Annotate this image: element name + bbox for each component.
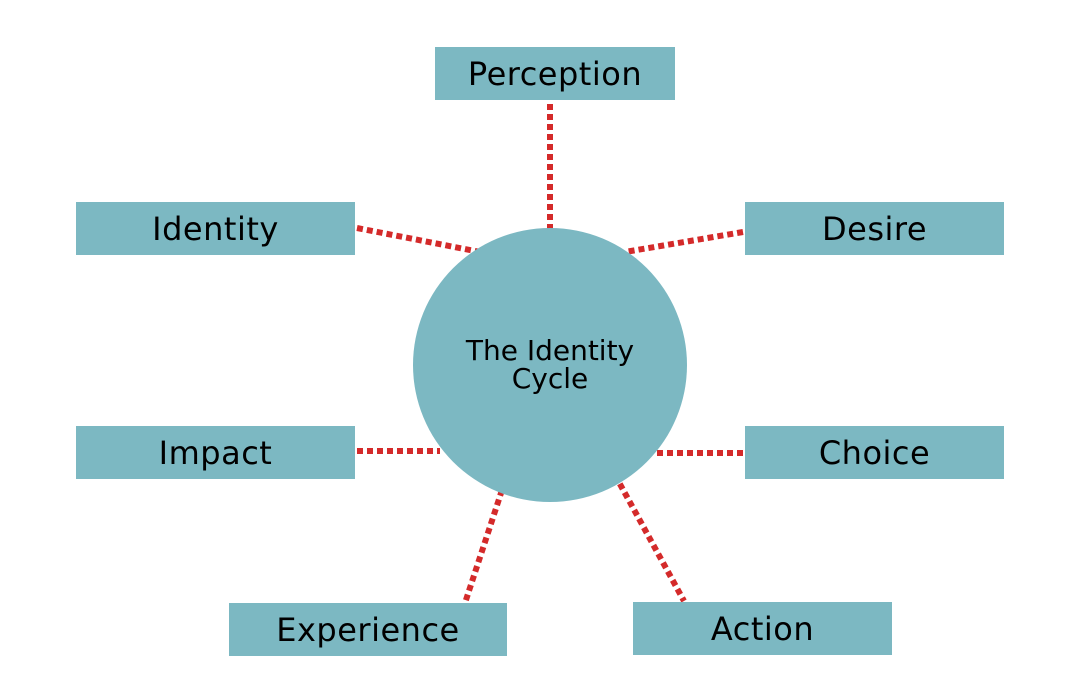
node-label: Desire — [821, 209, 928, 248]
center-hub: The Identity Cycle — [413, 228, 687, 502]
node-identity: Identity — [76, 202, 355, 255]
node-label: Action — [710, 609, 815, 648]
center-hub-label-line2: Cycle — [511, 362, 589, 395]
center-hub-label-line1: The Identity — [465, 334, 635, 367]
node-label: Impact — [158, 433, 273, 472]
connector-identity — [356, 225, 481, 255]
node-experience: Experience — [229, 603, 507, 656]
node-action: Action — [633, 602, 892, 655]
node-label: Choice — [818, 433, 931, 472]
node-label: Experience — [276, 610, 460, 649]
connector-action — [612, 473, 687, 603]
node-label: Identity — [152, 209, 279, 248]
node-desire: Desire — [745, 202, 1004, 255]
node-impact: Impact — [76, 426, 355, 479]
node-choice: Choice — [745, 426, 1004, 479]
node-label: Perception — [467, 54, 643, 93]
connector-desire — [624, 229, 744, 255]
connector-experience — [462, 489, 505, 604]
node-perception: Perception — [435, 47, 675, 100]
